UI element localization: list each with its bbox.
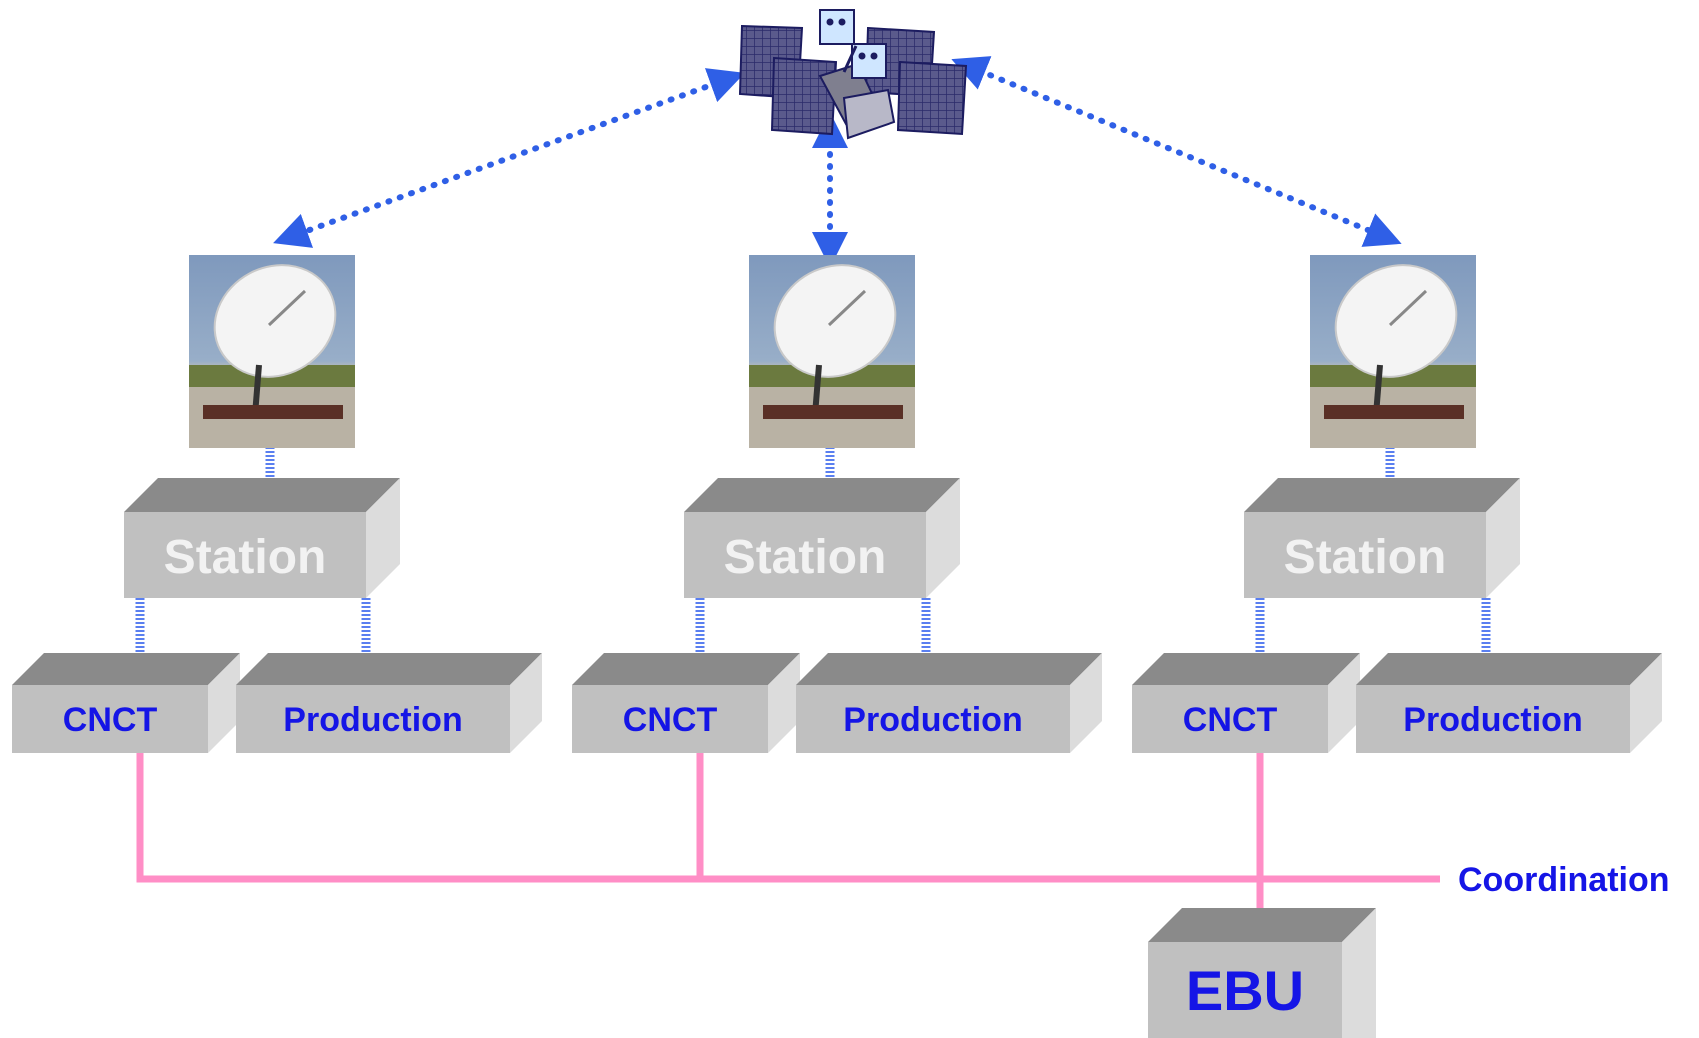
ebu-box: EBU — [1148, 908, 1376, 1038]
station-box-2: Station — [684, 478, 960, 600]
production-box-1: Production — [236, 653, 542, 754]
station-box-3: Station — [1244, 478, 1520, 600]
dish-station-connectors — [265, 447, 1395, 480]
cnct-box-3: CNCT — [1132, 653, 1360, 754]
production-label: Production — [283, 701, 463, 739]
station-box-1: Station — [124, 478, 400, 600]
cnct-box-1: CNCT — [12, 653, 240, 754]
station-node-connectors — [135, 598, 1491, 655]
production-label: Production — [1403, 701, 1583, 739]
coordination-bus — [136, 752, 1440, 912]
satellite-icon — [738, 9, 968, 140]
production-label: Production — [843, 701, 1023, 739]
station-label: Station — [163, 531, 327, 584]
station-label: Station — [1283, 531, 1447, 584]
satellite-link-right — [951, 56, 1402, 247]
coordination-label: Coordination — [1458, 861, 1670, 899]
cnct-box-2: CNCT — [572, 653, 800, 754]
satellite-dish-photo-2 — [749, 255, 915, 448]
station-label: Station — [723, 531, 887, 584]
satellite-dish-photo-3 — [1310, 255, 1476, 448]
satellite-link-left — [273, 68, 745, 248]
cnct-label: CNCT — [1182, 701, 1278, 739]
ebu-label: EBU — [1185, 959, 1305, 1022]
cnct-label: CNCT — [62, 701, 158, 739]
production-box-3: Production — [1356, 653, 1662, 754]
satellite-dish-photo-1 — [189, 255, 355, 448]
cnct-label: CNCT — [622, 701, 718, 739]
production-box-2: Production — [796, 653, 1102, 754]
